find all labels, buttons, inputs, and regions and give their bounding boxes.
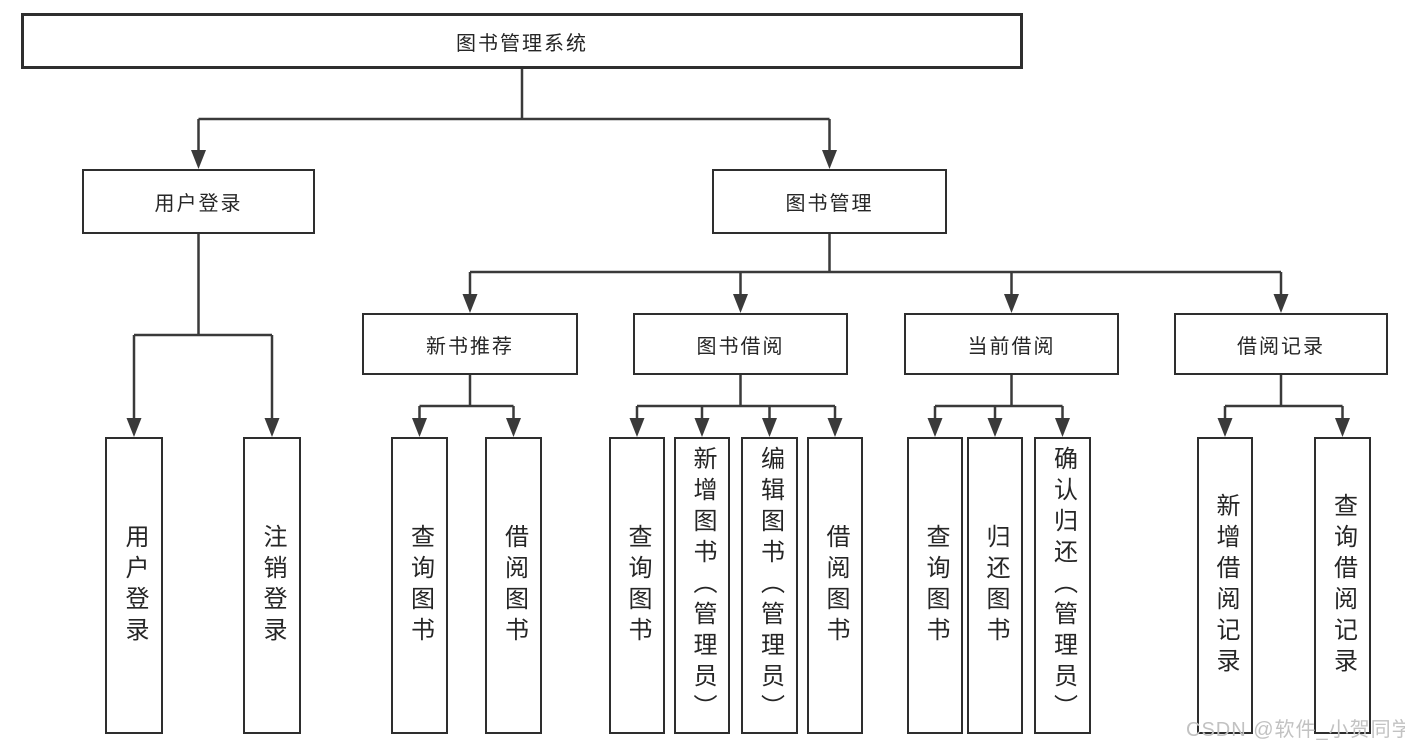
leaf-borrow-books-borrowing: 借阅图书 bbox=[807, 437, 863, 734]
leaf-return-book: 归还图书 bbox=[967, 437, 1023, 734]
node-current-borrowing: 当前借阅 bbox=[904, 313, 1119, 375]
leaf-edit-book-admin: 编辑图书（管理员） bbox=[741, 437, 798, 734]
leaf-user-login: 用户登录 bbox=[105, 437, 163, 734]
node-library-management-system: 图书管理系统 bbox=[21, 13, 1023, 69]
node-borrowing-records: 借阅记录 bbox=[1174, 313, 1388, 375]
leaf-add-book-admin: 新增图书（管理员） bbox=[674, 437, 730, 734]
node-book-borrowing: 图书借阅 bbox=[633, 313, 848, 375]
node-new-book-recommendation: 新书推荐 bbox=[362, 313, 578, 375]
leaf-query-borrow-record: 查询借阅记录 bbox=[1314, 437, 1371, 734]
leaf-query-books-recommend: 查询图书 bbox=[391, 437, 448, 734]
leaf-borrow-books-recommend: 借阅图书 bbox=[485, 437, 542, 734]
leaf-confirm-return-admin: 确认归还（管理员） bbox=[1034, 437, 1091, 734]
arrowheads bbox=[126, 150, 1350, 437]
watermark-text: CSDN @软件_小贺同学 bbox=[1186, 719, 1405, 741]
node-user-login: 用户登录 bbox=[82, 169, 315, 234]
node-book-management: 图书管理 bbox=[712, 169, 947, 234]
leaf-query-books-borrowing: 查询图书 bbox=[609, 437, 665, 734]
leaf-query-books-current: 查询图书 bbox=[907, 437, 963, 734]
leaf-add-borrow-record: 新增借阅记录 bbox=[1197, 437, 1253, 734]
leaf-logout: 注销登录 bbox=[243, 437, 301, 734]
